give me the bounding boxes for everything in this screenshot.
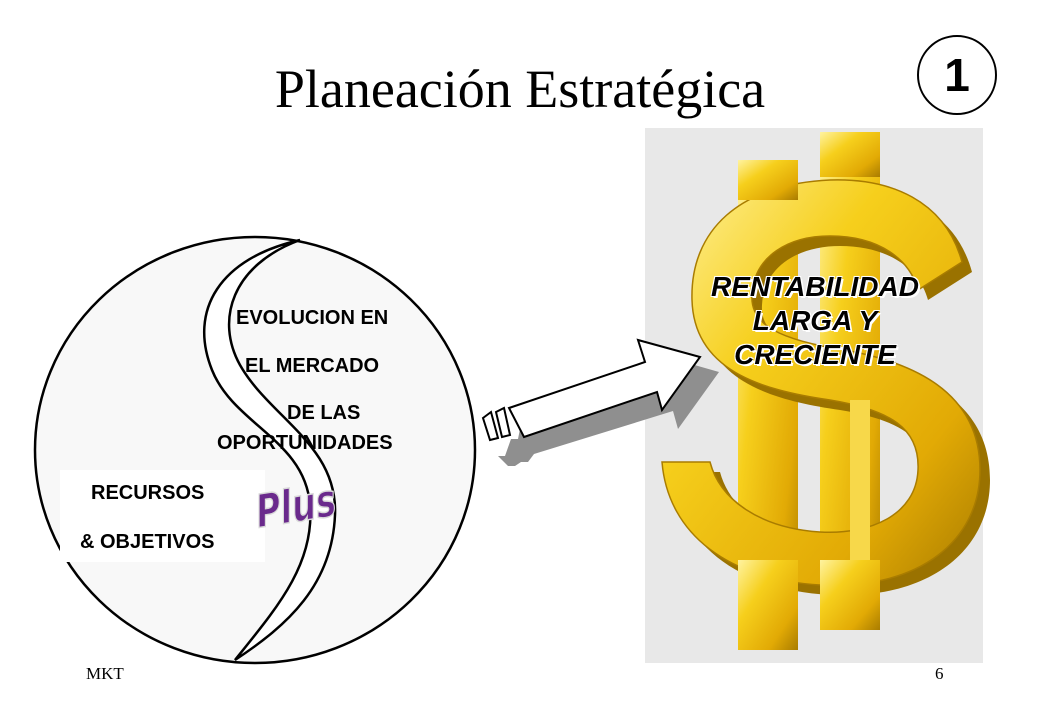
goal-text: RENTABILIDAD LARGA Y CRECIENTE	[690, 270, 940, 372]
footer-page-number: 6	[935, 664, 944, 683]
right-arrow-icon	[481, 338, 702, 442]
goal-text-line-1: RENTABILIDAD	[711, 271, 919, 302]
market-text-line-3: DE LAS	[287, 402, 361, 424]
dollar-bar-center-shine	[850, 400, 870, 560]
goal-text-line-3: CRECIENTE	[734, 339, 896, 370]
dollar-s	[661, 179, 981, 587]
goal-text-line-2: LARGA Y	[752, 305, 878, 336]
dollar-bar-left-front-top	[738, 160, 798, 200]
plus-wordart-text: Plus	[256, 473, 336, 539]
s-divider-band	[203, 238, 337, 662]
slide-title: Planeación Estratégica	[274, 59, 766, 119]
slide-number-badge-text: 1	[944, 49, 970, 101]
dollar-bar-right-front-bottom	[820, 560, 880, 630]
slide-number-badge: 1	[917, 35, 997, 115]
market-text-line-4: OPORTUNIDADES	[217, 432, 393, 454]
dollar-bar-left-front-bottom	[738, 560, 798, 650]
resources-text-line-2: & OBJETIVOS	[80, 531, 215, 553]
plus-wordart: Plus	[255, 472, 337, 540]
resources-patch	[60, 470, 265, 562]
market-text-line-1: EVOLUCION EN	[236, 307, 389, 329]
footer-left: MKT	[86, 664, 124, 683]
dollar-bar-right-front-top	[820, 132, 880, 177]
market-text-line-2: EL MERCADO	[245, 355, 380, 377]
resources-text-line-1: RECURSOS	[91, 482, 205, 504]
